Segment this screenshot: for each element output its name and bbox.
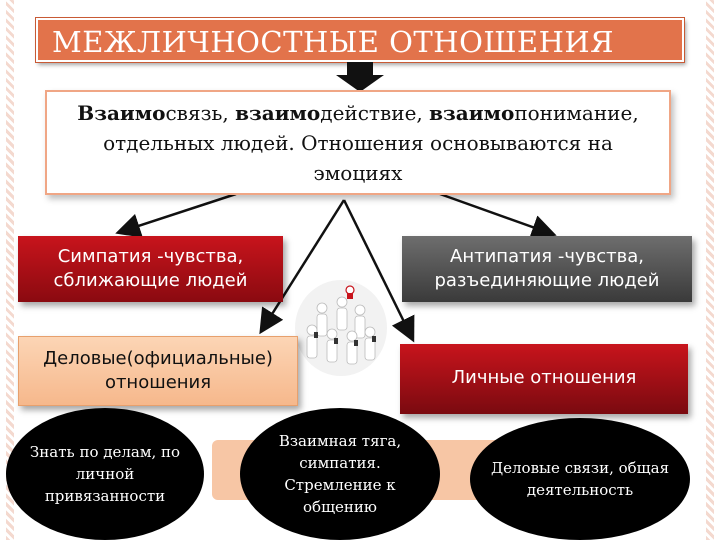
sympathy-line-2: сближающие людей: [53, 270, 248, 291]
definition-bold-2: взаимо: [235, 101, 321, 125]
arrow-to-antipathy: [439, 192, 557, 240]
sympathy-line-1: Симпатия -чувства,: [57, 246, 244, 267]
down-arrow-icon: [336, 62, 384, 92]
definition-text-1: связь,: [165, 101, 236, 125]
personal-label: Личные отношения: [451, 367, 637, 388]
business-line-1: Деловые(официальные): [43, 348, 273, 369]
page-title: МЕЖЛИЧНОСТНЫЕ ОТНОШЕНИЯ: [35, 17, 685, 63]
personal-relations-box: Личные отношения: [400, 344, 688, 414]
decorative-border-right: [706, 0, 714, 540]
oval-3-text: Деловые связи, общая деятельность: [490, 459, 670, 499]
oval-business-ties: Деловые связи, общая деятельность: [470, 418, 690, 540]
sympathy-box: Симпатия -чувства, сближающие людей: [18, 236, 283, 302]
antipathy-line-1: Антипатия -чувства,: [450, 246, 644, 267]
oval-know-by-deeds: Знать по делам, по личной привязанности: [6, 408, 204, 540]
definition-bold-3: взаимо: [429, 101, 515, 125]
business-line-2: отношения: [104, 372, 212, 393]
definition-bold-1: Взаимо: [77, 101, 166, 125]
definition-text-3: понимание,: [514, 101, 639, 125]
oval-1-text: Знать по делам, по личной привязанности: [29, 443, 181, 505]
definition-line-2: отдельных людей. Отношения основываются …: [103, 131, 613, 155]
arrow-to-personal: [342, 199, 415, 343]
oval-2-text: Взаимная тяга, симпатия. Стремление к об…: [278, 432, 402, 516]
oval-mutual-attraction: Взаимная тяга, симпатия. Стремление к об…: [240, 408, 440, 540]
antipathy-box: Антипатия -чувства, разъединяющие людей: [402, 236, 692, 302]
business-relations-box: Деловые(официальные) отношения: [18, 336, 298, 406]
arrow-to-sympathy: [115, 192, 237, 238]
definition-box: Взаимосвязь, взаимодействие, взаимопоним…: [45, 90, 671, 195]
definition-text-2: действие,: [320, 101, 430, 125]
people-group-icon: [295, 280, 387, 376]
definition-line-3: эмоциях: [313, 161, 403, 185]
antipathy-line-2: разъединяющие людей: [434, 270, 660, 291]
arrow-to-business: [259, 199, 346, 335]
decorative-border-left: [6, 0, 14, 540]
